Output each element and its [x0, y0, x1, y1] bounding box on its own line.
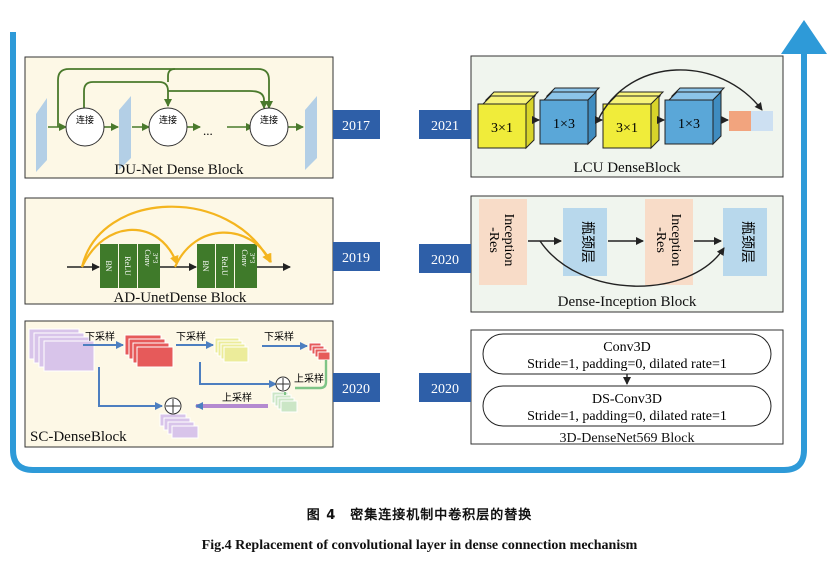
- feature-stack-red: [124, 334, 174, 368]
- relu-layer: [216, 244, 234, 288]
- downsample-label: 下采样: [176, 330, 206, 343]
- conv-layer: [138, 244, 160, 288]
- relu-label: ReLU: [220, 256, 229, 276]
- kernel-label: 1×3: [553, 117, 575, 132]
- concat-output-b: [751, 111, 773, 131]
- panel-frame: [24, 197, 334, 305]
- kernel-label: 1×3: [678, 117, 700, 132]
- timeline-frame: [10, 20, 827, 473]
- year-badge: [333, 242, 380, 271]
- bn-label: BN: [104, 260, 113, 271]
- panel-lcu: 3×1 1×3 3×1 1×3: [470, 55, 784, 178]
- inception-label: Inception: [501, 214, 516, 267]
- panel-densenet3d: Conv3D Stride=1, padding=0, dilated rate…: [470, 329, 784, 446]
- panel-adunet: BN ReLU Conv 3*3 BN ReLU Conv 3*3 AD-Une…: [24, 197, 334, 306]
- inception-label: -Res: [486, 227, 501, 253]
- downsample-label: 下采样: [85, 330, 115, 343]
- conv-label: Conv: [240, 249, 249, 266]
- bottleneck-layer: [563, 208, 607, 276]
- year-label: 2017: [342, 119, 370, 134]
- bn-label: BN: [201, 260, 210, 271]
- feature-map: [36, 98, 47, 172]
- upsample-label: 上采样: [222, 391, 252, 404]
- panel-label: 3D-DenseNet569 Block: [560, 431, 695, 446]
- concat-node-label: 连接: [76, 114, 94, 125]
- conv-cube-1x3: 1×3: [539, 87, 601, 146]
- conv-cube-3x1: 3×1: [477, 91, 540, 150]
- ds-conv3d-box: [482, 385, 772, 427]
- panel-label: Dense-Inception Block: [558, 294, 697, 310]
- year-label: 2019: [342, 251, 370, 266]
- concat-node: [148, 107, 188, 147]
- concat-node-label: 连接: [260, 114, 278, 125]
- inception-label: -Res: [653, 227, 668, 253]
- year-label: 2020: [431, 382, 459, 397]
- panel-label: LCU DenseBlock: [573, 160, 681, 176]
- conv3d-params: Stride=1, padding=0, dilated rate=1: [527, 357, 727, 372]
- conv-label: Conv: [143, 249, 152, 266]
- conv-cube-3x1: 3×1: [602, 91, 665, 150]
- year-label: 2020: [342, 382, 370, 397]
- kernel-label: 3*3: [151, 253, 159, 264]
- year-label: 2021: [431, 119, 459, 134]
- year-label: 2020: [431, 253, 459, 268]
- feature-map: [305, 96, 317, 170]
- panel-label: DU-Net Dense Block: [114, 162, 244, 178]
- year-badge: [419, 373, 471, 402]
- bn-layer: [100, 244, 118, 288]
- panel-label: AD-UnetDense Block: [114, 290, 247, 306]
- panel-label: SC-DenseBlock: [30, 429, 127, 445]
- concat-node: [65, 107, 105, 147]
- feature-stack-green: [271, 391, 298, 413]
- year-badges: 2017 2021 2019 2020 2020 2020: [333, 110, 471, 402]
- inception-res-module: [479, 199, 527, 285]
- feature-map: [119, 96, 131, 170]
- panel-sc: 下采样 下采样 下采样 上采样 上采样 SC-DenseBlock: [24, 320, 334, 448]
- timeline-arrow-head: [781, 20, 827, 54]
- year-badge: [333, 373, 380, 402]
- feature-stack-purple: [28, 328, 95, 372]
- concat-node-label: 连接: [159, 114, 177, 125]
- panel-dunet: 连接 连接 连接 ... DU-Net Dense Block: [24, 56, 334, 179]
- conv-layer: [235, 244, 257, 288]
- conv3d-title: Conv3D: [603, 340, 650, 355]
- concat-output-a: [729, 111, 751, 131]
- bottleneck-label: 瓶颈层: [579, 221, 595, 263]
- figure-caption-en: Fig.4 Replacement of convolutional layer…: [201, 538, 638, 553]
- concat-node: [249, 107, 289, 147]
- upsample-label: 上采样: [294, 372, 324, 385]
- inception-label: Inception: [668, 214, 683, 267]
- feature-stack-yellow: [214, 337, 249, 363]
- feature-stack-purple-out: [159, 413, 199, 439]
- kernel-label: 3*3: [248, 253, 256, 264]
- bn-layer: [197, 244, 215, 288]
- kernel-label: 3×1: [616, 121, 638, 136]
- bottleneck-label: 瓶颈层: [739, 221, 755, 263]
- inception-res-module: [645, 199, 693, 285]
- ds-conv3d-params: Stride=1, padding=0, dilated rate=1: [527, 409, 727, 424]
- figure-caption-cn: 图 4 密集连接机制中卷积层的替换: [306, 508, 533, 523]
- feature-stack-red-small: [308, 342, 331, 361]
- year-badge: [419, 110, 471, 139]
- kernel-label: 3×1: [491, 121, 513, 136]
- year-badge: [419, 244, 471, 273]
- relu-label: ReLU: [123, 256, 132, 276]
- conv-cube-1x3: 1×3: [664, 87, 726, 146]
- bottleneck-layer: [723, 208, 767, 276]
- ds-conv3d-title: DS-Conv3D: [592, 392, 662, 407]
- panel-inception: Inception -Res 瓶颈层 Inception -Res 瓶颈层 De…: [470, 195, 784, 313]
- ellipsis: ...: [203, 123, 213, 138]
- year-badge: [333, 110, 380, 139]
- downsample-label: 下采样: [264, 330, 294, 343]
- relu-layer: [119, 244, 137, 288]
